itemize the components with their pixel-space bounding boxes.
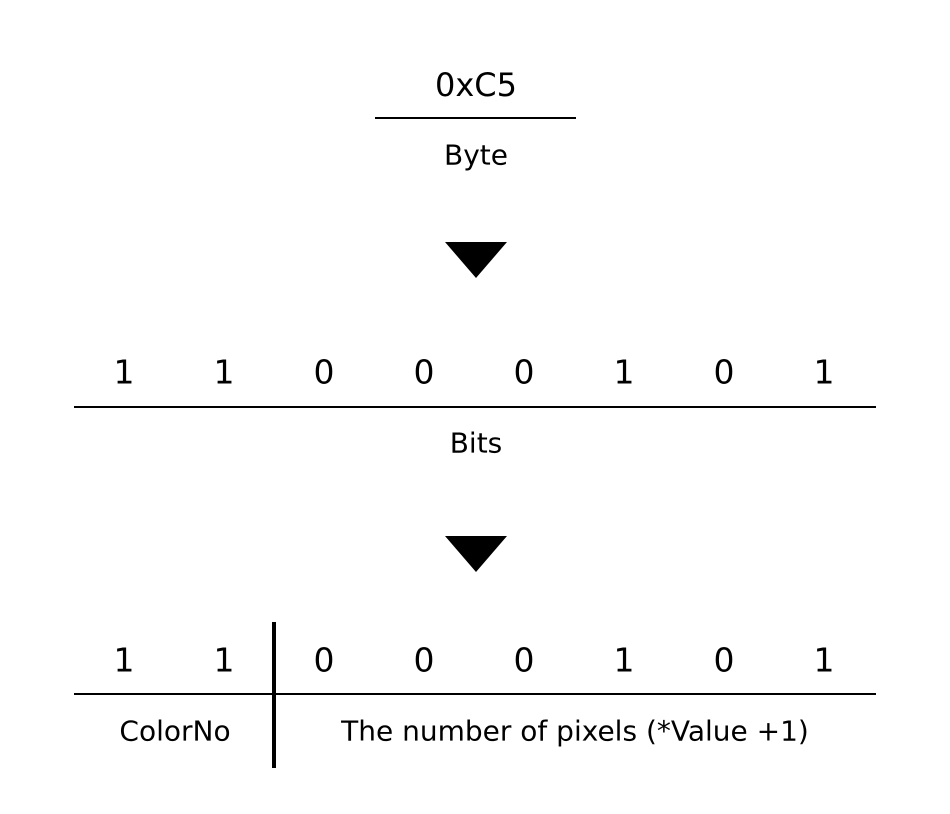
bit-5: 1 — [613, 352, 635, 392]
bit-0: 1 — [113, 352, 135, 392]
bit-4: 0 — [513, 640, 535, 680]
bit-1: 1 — [213, 640, 235, 680]
bit-4: 0 — [513, 352, 535, 392]
byte-label: Byte — [444, 138, 508, 172]
down-arrow-icon — [445, 536, 507, 572]
color-no-label: ColorNo — [119, 714, 231, 748]
split-divider — [74, 693, 876, 695]
bit-6: 0 — [713, 352, 735, 392]
bit-3: 0 — [413, 352, 435, 392]
bits-divider — [74, 406, 876, 408]
byte-value: 0xC5 — [435, 66, 517, 104]
bit-2: 0 — [313, 352, 335, 392]
field-separator — [272, 622, 276, 768]
bit-5: 1 — [613, 640, 635, 680]
bit-1: 1 — [213, 352, 235, 392]
bit-6: 0 — [713, 640, 735, 680]
down-arrow-icon — [445, 242, 507, 278]
bit-0: 1 — [113, 640, 135, 680]
byte-divider — [375, 117, 576, 119]
bit-3: 0 — [413, 640, 435, 680]
bits-label: Bits — [449, 426, 503, 460]
bit-7: 1 — [813, 640, 835, 680]
bit-2: 0 — [313, 640, 335, 680]
bit-7: 1 — [813, 352, 835, 392]
pixel-count-label: The number of pixels (*Value +1) — [341, 714, 809, 748]
